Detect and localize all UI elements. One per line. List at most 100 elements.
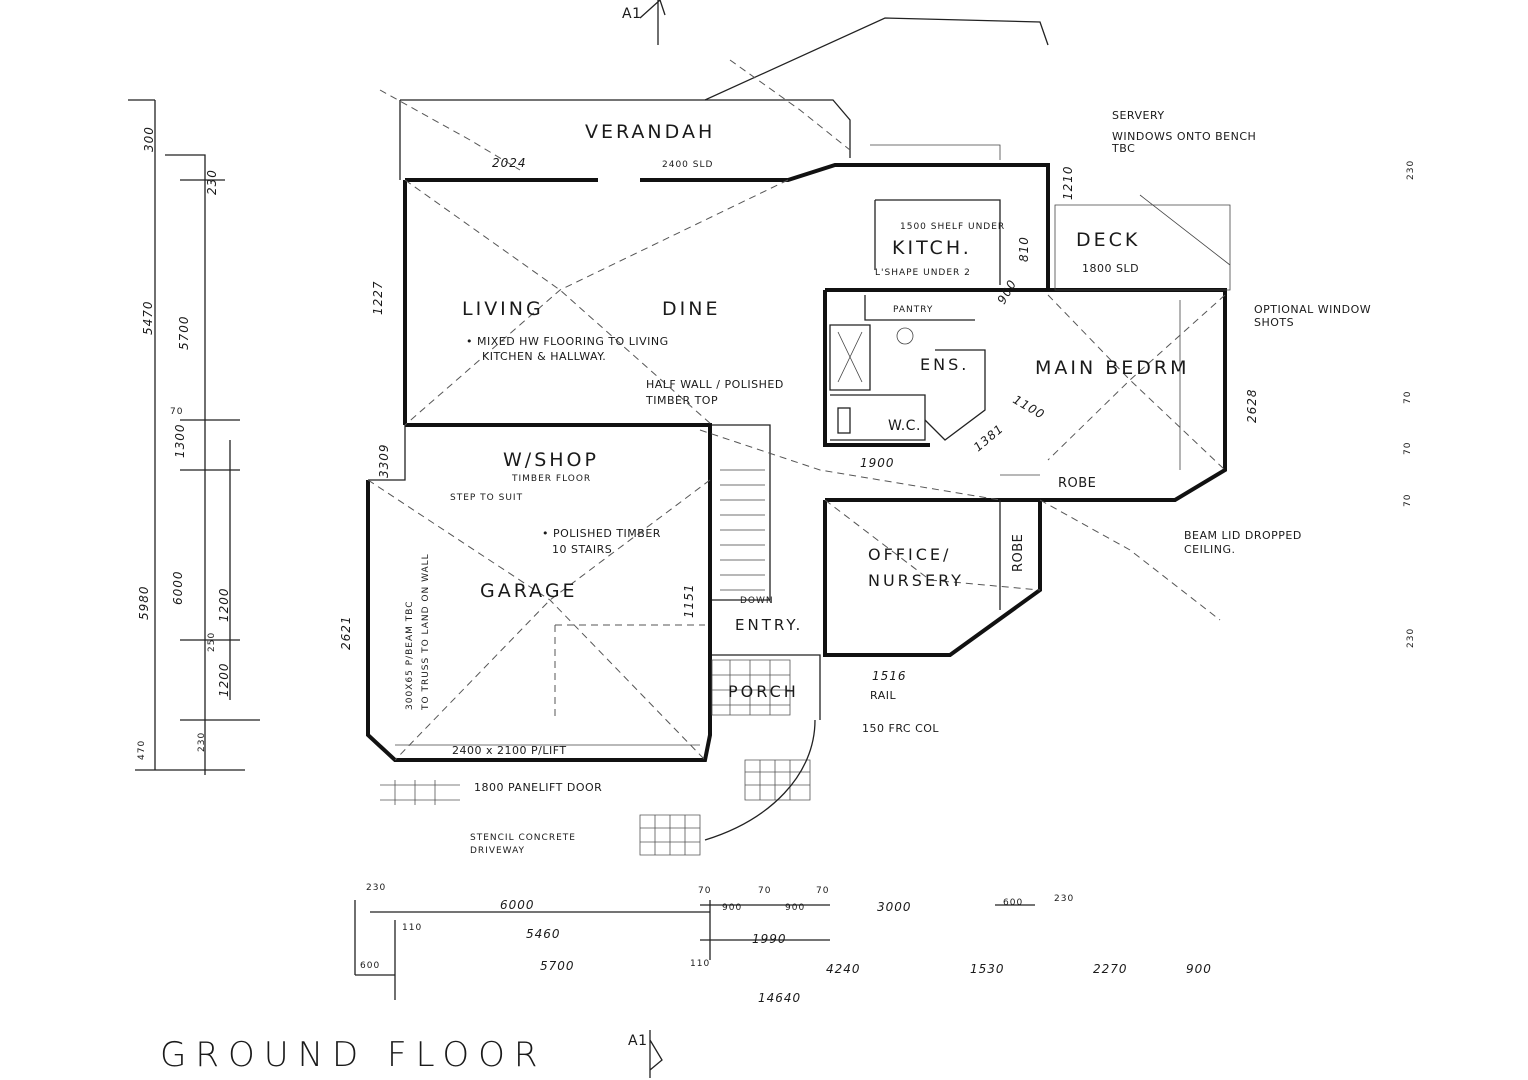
label-verandah: VERANDAH (585, 121, 715, 143)
dim-bottom-600: 600 (360, 961, 380, 971)
note-half-wall-1: HALF WALL / POLISHED (646, 378, 784, 391)
dim-office-1516: 1516 (872, 669, 907, 683)
dim-left-5700: 5700 (177, 315, 191, 350)
label-living: LIVING (462, 298, 544, 320)
note-rail: RAIL (870, 689, 896, 702)
note-timber-floor: TIMBER FLOOR (511, 474, 591, 484)
dim-kitch-810: 810 (1017, 236, 1031, 262)
dim-right-230: 230 (1406, 160, 1416, 180)
section-marker-bottom (649, 1030, 663, 1078)
label-dine: DINE (662, 298, 720, 320)
dim-bottom-70c: 70 (816, 886, 829, 896)
note-servery: SERVERY (1112, 109, 1165, 122)
dim-right-230b: 230 (1406, 628, 1416, 648)
dim-bottom-5460: 5460 (526, 927, 561, 941)
note-flooring-2: KITCHEN & HALLWAY. (482, 350, 606, 363)
dim-bottom-6000: 6000 (500, 898, 535, 912)
dim-hall-1900: 1900 (860, 456, 895, 470)
dim-left-5980: 5980 (137, 585, 151, 620)
note-shelf-under-1: 1500 SHELF UNDER (900, 222, 1005, 232)
label-deck: DECK (1076, 229, 1140, 251)
note-optional-window: OPTIONAL WINDOW (1254, 303, 1371, 316)
label-workshop: W/SHOP (503, 449, 599, 471)
note-polished-stairs-2: 10 STAIRS (552, 543, 612, 556)
dim-garage-side: 3309 (377, 443, 391, 478)
dim-bottom-70b: 70 (758, 886, 771, 896)
label-main-bedroom: MAIN BEDRM (1035, 357, 1190, 379)
dim-entry-1151: 1151 (682, 583, 696, 618)
dim-right-70c: 70 (1403, 494, 1413, 507)
dim-bottom-900b: 900 (785, 903, 805, 913)
dim-right-70b: 70 (1403, 442, 1413, 455)
note-half-wall-2: TIMBER TOP (645, 394, 718, 407)
bottom-dimension-lines (354, 900, 1035, 1000)
note-shots: SHOTS (1254, 316, 1294, 329)
label-kitchen: KITCH. (892, 237, 972, 259)
dim-living-side: 1227 (371, 280, 385, 315)
ceiling-hip-lines (367, 59, 1226, 761)
label-garage: GARAGE (480, 580, 578, 602)
note-panlift-1: 2400 x 2100 P/LIFT (452, 744, 567, 757)
dim-left-300: 300 (142, 126, 156, 152)
note-tbc: TBC (1111, 142, 1135, 155)
dim-left-470: 470 (137, 740, 147, 760)
dim-bottom-110b: 110 (690, 959, 710, 969)
section-marker-top (639, 0, 666, 45)
note-beam-lid-1: BEAM LID DROPPED (1184, 529, 1302, 542)
dim-left-230b: 230 (197, 732, 207, 752)
dim-deck-1210: 1210 (1061, 165, 1075, 200)
dim-bed-1381: 1381 (971, 421, 1006, 454)
dim-left-1200b: 1200 (217, 662, 231, 697)
dim-bottom-70a: 70 (698, 886, 711, 896)
note-stencil-1: STENCIL CONCRETE (470, 833, 576, 843)
dim-left-1300: 1300 (173, 423, 187, 458)
dim-right-70a: 70 (1403, 391, 1413, 404)
dim-bottom-230b: 230 (1054, 894, 1074, 904)
dim-bottom-110: 110 (402, 923, 422, 933)
dim-bottom-1530: 1530 (970, 962, 1005, 976)
dim-bottom-2270: 2270 (1093, 962, 1128, 976)
label-nursery: NURSERY (868, 571, 964, 590)
note-windows-onto-bench: WINDOWS ONTO BENCH (1112, 130, 1256, 143)
dim-bottom-14640: 14640 (758, 991, 801, 1005)
note-step-to-suit: STEP TO SUIT (450, 493, 523, 503)
dim-bottom-1990: 1990 (752, 932, 787, 946)
dim-left-5470: 5470 (141, 300, 155, 335)
internal-details (380, 144, 1231, 856)
note-shelf-under-2: L'SHAPE UNDER 2 (875, 268, 971, 278)
dim-left-250: 250 (207, 632, 217, 652)
note-deck-size: 1800 SLD (1082, 262, 1139, 275)
note-beam-1: 300X65 P/BEAM TBC (405, 600, 415, 710)
dim-living-width: 2024 (492, 156, 527, 170)
drawing-title: GROUND FLOOR (160, 1035, 546, 1075)
note-panlift-2: 1800 PANELIFT DOOR (474, 781, 602, 794)
dim-bottom-900a: 900 (722, 903, 742, 913)
label-entry: ENTRY. (735, 616, 803, 634)
dim-garage-door: 2621 (339, 615, 353, 650)
label-robe-office: ROBE (1011, 534, 1026, 572)
left-dimension-lines (128, 99, 260, 775)
dim-bottom-4240: 4240 (826, 962, 861, 976)
dim-left-230a: 230 (205, 169, 219, 195)
note-flooring-1: • MIXED HW FLOORING TO LIVING (466, 335, 669, 348)
section-label-top: A1 (622, 6, 641, 22)
dim-bed-1100: 1100 (1011, 392, 1048, 421)
outer-walls (366, 17, 1227, 762)
dim-bed-width: 2628 (1245, 388, 1259, 423)
label-office: OFFICE/ (868, 545, 951, 564)
note-beam-lid-2: CEILING. (1184, 543, 1236, 556)
dim-bottom-5700: 5700 (540, 959, 575, 973)
dim-bottom-900c: 900 (1186, 962, 1212, 976)
dim-left-1200a: 1200 (217, 587, 231, 622)
note-beam-2: TO TRUSS TO LAND ON WALL (421, 553, 431, 711)
note-bench-2400: 2400 SLD (662, 160, 713, 170)
label-porch: PORCH (728, 682, 799, 701)
dim-bottom-3000: 3000 (877, 900, 912, 914)
note-down: DOWN (740, 596, 774, 606)
note-frc-col: 150 FRC COL (862, 722, 939, 735)
dim-left-6000: 6000 (171, 570, 185, 605)
label-wc: W.C. (888, 418, 921, 434)
label-robe-main: ROBE (1058, 476, 1096, 491)
section-label-bottom: A1 (628, 1033, 647, 1049)
